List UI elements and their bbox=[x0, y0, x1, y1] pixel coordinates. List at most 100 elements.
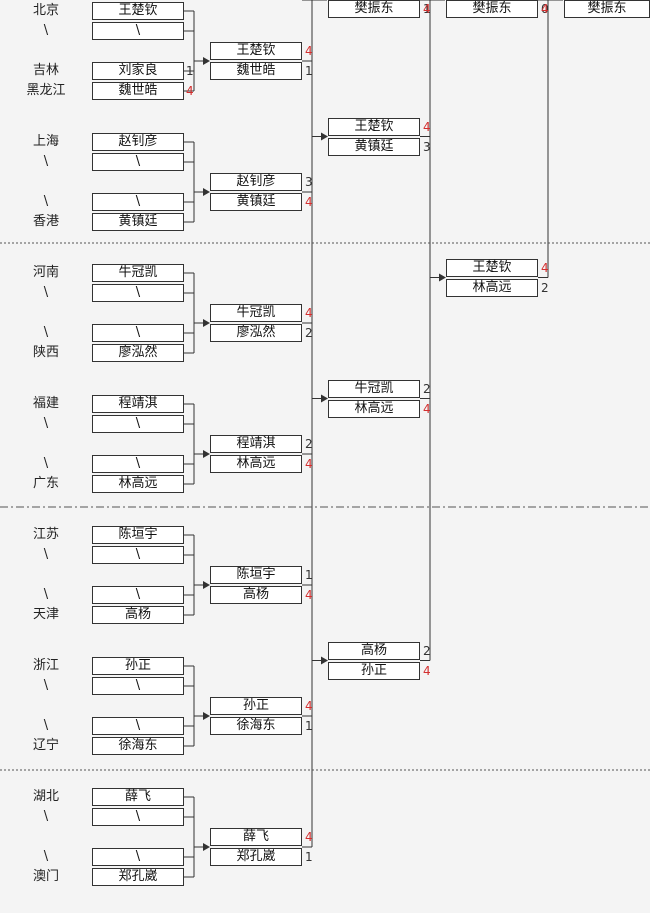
province-label: 江苏 bbox=[32, 527, 59, 542]
player-slot: 徐海东 bbox=[210, 717, 302, 735]
province-label: \ bbox=[43, 194, 49, 209]
player-slot: \ bbox=[92, 324, 184, 342]
province-label: 北京 bbox=[32, 3, 59, 18]
arrow-head-icon bbox=[203, 581, 210, 589]
match-score: 2 bbox=[541, 280, 549, 295]
province-label: \ bbox=[43, 718, 49, 733]
player-slot: \ bbox=[92, 808, 184, 826]
player-slot: \ bbox=[92, 677, 184, 695]
province-label: 广东 bbox=[32, 476, 59, 491]
player-slot: 黄镇廷 bbox=[210, 193, 302, 211]
arrow-head-icon bbox=[321, 394, 328, 403]
player-slot: 魏世皓 bbox=[92, 82, 184, 100]
arrow-head-icon bbox=[321, 132, 328, 141]
player-slot: 黄镇廷 bbox=[92, 213, 184, 231]
player-slot: 林高远 bbox=[446, 278, 538, 297]
player-slot: 牛冠凯 bbox=[328, 379, 420, 398]
match-score: 4 bbox=[423, 2, 431, 16]
match-score: 4 bbox=[423, 119, 431, 134]
player-slot: 薛飞 bbox=[210, 828, 302, 846]
player-slot: \ bbox=[92, 586, 184, 604]
player-slot: 廖泓然 bbox=[92, 344, 184, 362]
player-slot: \ bbox=[92, 415, 184, 433]
match-score: 2 bbox=[423, 381, 431, 396]
match-score: 4 bbox=[305, 44, 313, 58]
province-label: \ bbox=[43, 285, 49, 300]
province-label: \ bbox=[43, 587, 49, 602]
match-score: 2 bbox=[305, 326, 313, 340]
match-score: 2 bbox=[305, 437, 313, 451]
province-label: 福建 bbox=[32, 396, 59, 411]
match-score: 4 bbox=[305, 830, 313, 844]
player-slot: 孙正 bbox=[328, 661, 420, 680]
province-label: \ bbox=[43, 809, 49, 824]
player-slot: 陈垣宇 bbox=[92, 526, 184, 544]
match-score: 1 bbox=[305, 568, 313, 582]
match-score: 4 bbox=[541, 260, 549, 275]
province-label: 河南 bbox=[32, 265, 59, 280]
arrow-head-icon bbox=[321, 656, 328, 665]
province-label: \ bbox=[43, 456, 49, 471]
match-score: 1 bbox=[305, 64, 313, 78]
province-label: 上海 bbox=[32, 134, 59, 149]
province-label: \ bbox=[43, 23, 49, 38]
arrow-head-icon bbox=[203, 843, 210, 851]
arrow-head-icon bbox=[439, 273, 446, 282]
player-slot: 赵钊彦 bbox=[92, 133, 184, 151]
province-label: 吉林 bbox=[32, 63, 59, 78]
player-slot: 魏世皓 bbox=[210, 62, 302, 80]
player-slot: \ bbox=[92, 546, 184, 564]
match-score: 3 bbox=[423, 139, 431, 154]
player-slot: 郑孔崴 bbox=[210, 848, 302, 866]
province-label: 香港 bbox=[32, 214, 59, 229]
match-score: 3 bbox=[305, 175, 313, 189]
player-slot: 樊振东 bbox=[564, 0, 650, 18]
province-label: \ bbox=[43, 849, 49, 864]
player-slot: 牛冠凯 bbox=[92, 264, 184, 282]
match-score: 1 bbox=[423, 2, 431, 16]
player-slot: 郑孔崴 bbox=[92, 868, 184, 886]
province-label: 陕西 bbox=[32, 345, 59, 360]
player-slot: 高杨 bbox=[210, 586, 302, 604]
province-label: 黑龙江 bbox=[26, 83, 66, 98]
player-slot: \ bbox=[92, 717, 184, 735]
player-slot: 王楚钦 bbox=[92, 2, 184, 20]
arrow-head-icon bbox=[203, 712, 210, 720]
player-slot: 高杨 bbox=[328, 641, 420, 660]
province-label: 辽宁 bbox=[32, 738, 59, 753]
player-slot: \ bbox=[92, 284, 184, 302]
player-slot: 薛飞 bbox=[92, 788, 184, 806]
player-slot: 孙正 bbox=[92, 657, 184, 675]
player-slot: 赵钊彦 bbox=[210, 173, 302, 191]
player-slot: 王楚钦 bbox=[210, 42, 302, 60]
province-label: 天津 bbox=[32, 607, 59, 622]
player-slot: 林高远 bbox=[92, 475, 184, 493]
player-slot: 黄镇廷 bbox=[328, 137, 420, 156]
match-score: 4 bbox=[305, 457, 313, 471]
province-label: 澳门 bbox=[32, 869, 59, 884]
province-label: \ bbox=[43, 154, 49, 169]
player-slot: 高杨 bbox=[92, 606, 184, 624]
match-score: 1 bbox=[305, 850, 313, 864]
arrow-head-icon bbox=[203, 319, 210, 327]
player-slot: 程靖淇 bbox=[210, 435, 302, 453]
province-label: \ bbox=[43, 678, 49, 693]
match-score: 4 bbox=[423, 663, 431, 678]
player-slot: \ bbox=[92, 22, 184, 40]
player-slot: \ bbox=[92, 848, 184, 866]
match-score: 4 bbox=[305, 588, 313, 602]
province-label: 湖北 bbox=[32, 789, 59, 804]
player-slot: \ bbox=[92, 193, 184, 211]
player-slot: 樊振东 bbox=[328, 0, 420, 18]
arrow-head-icon bbox=[203, 57, 210, 65]
match-score: 4 bbox=[186, 84, 194, 98]
player-slot: 孙正 bbox=[210, 697, 302, 715]
match-score: 4 bbox=[305, 306, 313, 320]
player-slot: \ bbox=[92, 153, 184, 171]
player-slot: 林高远 bbox=[210, 455, 302, 473]
match-score: 0 bbox=[541, 2, 549, 16]
match-score: 1 bbox=[186, 64, 194, 78]
player-slot: 樊振东 bbox=[446, 0, 538, 18]
arrow-head-icon bbox=[203, 188, 210, 196]
